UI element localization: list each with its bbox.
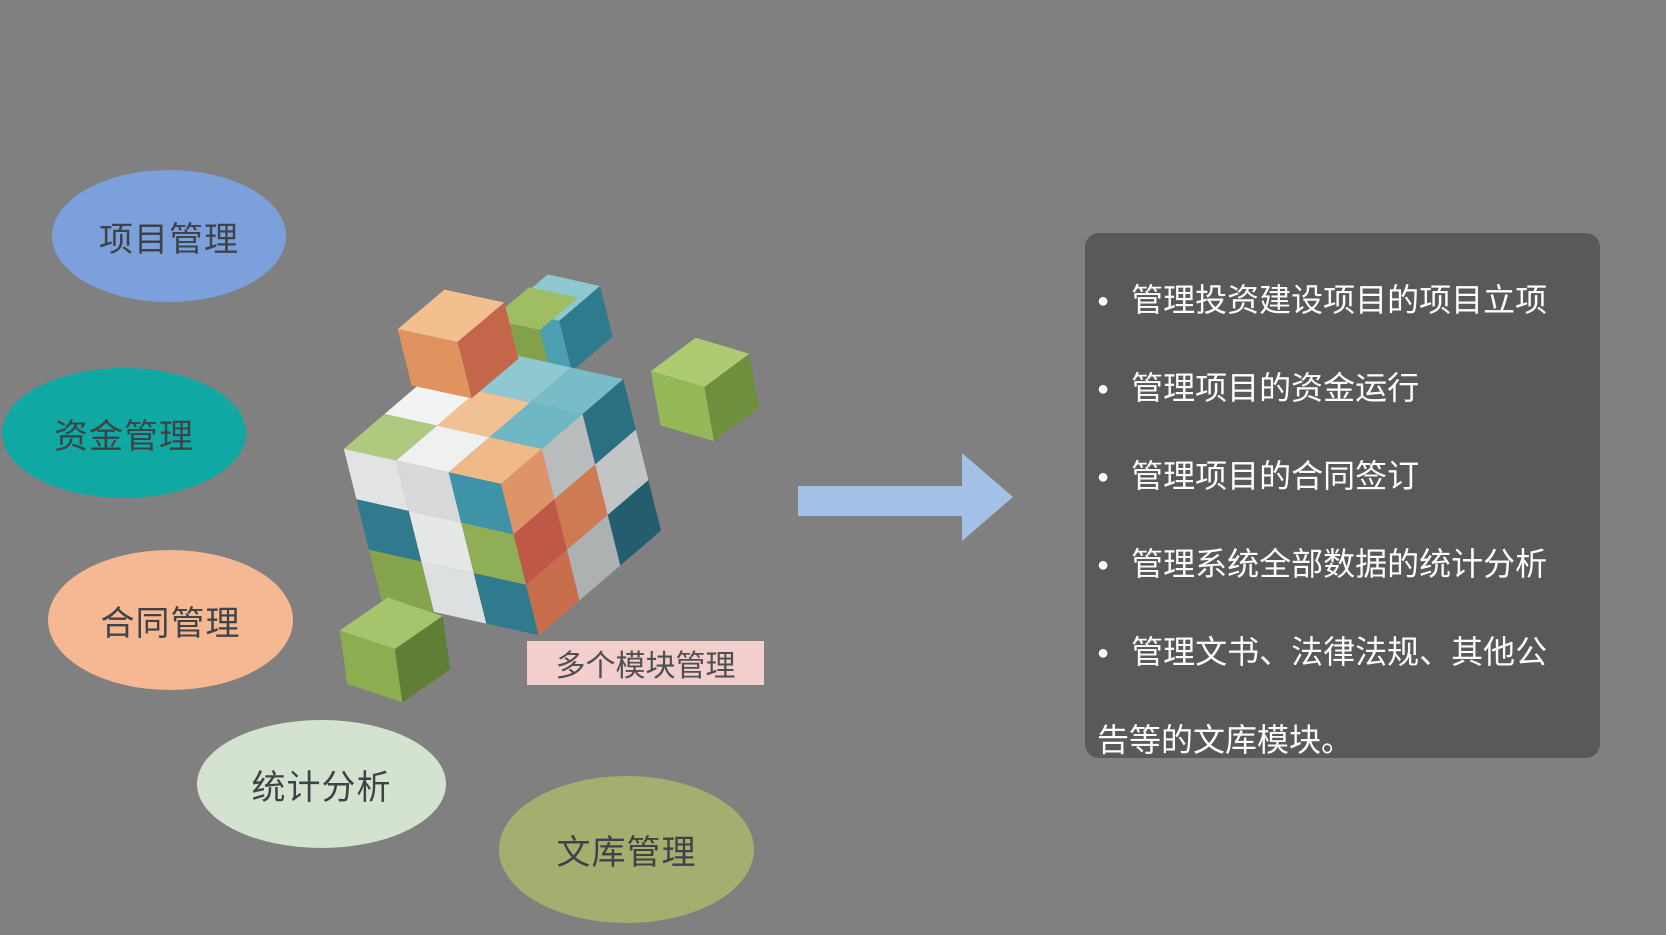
bullet-icon: ● [1097,466,1110,488]
right-arrow [798,453,1013,541]
module-ellipse-statistics: 统计分析 [197,720,446,848]
green-cube-right [650,337,759,442]
module-ellipse-project: 项目管理 [52,170,286,302]
bullet-item: ● 管理投资建设项目的项目立项 [1097,259,1560,347]
bullet-text: 管理项目的资金运行 [1131,370,1420,406]
cube-cluster-illustration [339,274,759,703]
center-caption-label: 多个模块管理 [555,650,736,683]
bullet-icon: ● [1097,290,1110,312]
module-ellipse-library: 文库管理 [499,776,754,923]
module-ellipse-contract: 合同管理 [48,550,293,690]
bullet-icon: ● [1097,554,1110,576]
bullet-item: ● 管理系统全部数据的统计分析 [1097,523,1560,611]
module-label: 统计分析 [251,768,392,807]
bullet-item: ● 管理项目的合同签订 [1097,435,1560,523]
bullet-icon: ● [1097,642,1110,664]
bullet-item: ●管理文书、法律法规、其他公告等的文库模块。 [1097,611,1560,782]
bullet-text: 管理文书、法律法规、其他公告等的文库模块。 [1097,634,1548,758]
module-label: 项目管理 [99,220,239,259]
bullet-text: 管理项目的合同签订 [1131,458,1420,494]
module-ellipse-funds: 资金管理 [2,368,246,498]
module-label: 合同管理 [100,604,241,643]
center-caption: 多个模块管理 [527,641,764,685]
module-label: 资金管理 [54,417,194,456]
orange-cube [397,289,519,399]
bullet-item: ● 管理项目的资金运行 [1097,347,1560,435]
green-cube-bottom [339,597,451,703]
bullet-icon: ● [1097,378,1110,400]
bullet-text: 管理投资建设项目的项目立项 [1131,282,1548,318]
bullet-text: 管理系统全部数据的统计分析 [1131,546,1548,582]
details-panel: ●管理投资建设项目的项目立项 ●管理项目的资金运行 ●管理项目的合同签订 ●管理… [1085,233,1600,758]
right-arrow-shape [798,453,1013,541]
module-label: 文库管理 [556,834,697,872]
